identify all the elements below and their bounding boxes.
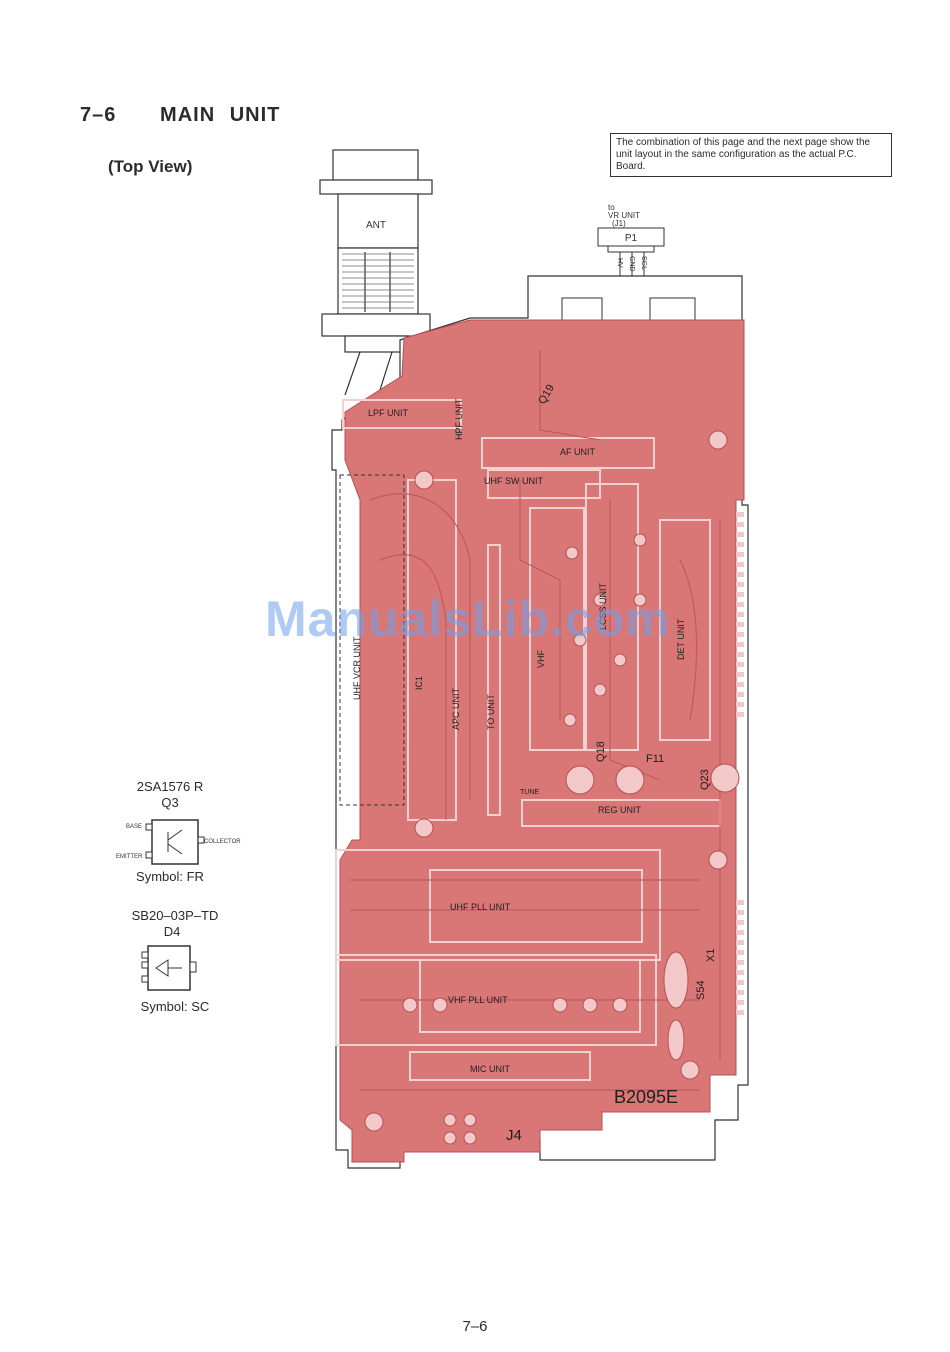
label-q18: Q18 <box>595 741 607 762</box>
q3-part-number: 2SA1576 R <box>136 779 204 794</box>
d4-symbol-code: Symbol: SC <box>140 999 210 1014</box>
label-j4: J4 <box>506 1127 522 1144</box>
label-apc-unit: APC UNIT <box>451 687 461 730</box>
label-x1: X1 <box>705 949 717 962</box>
view-subtitle: (Top View) <box>108 157 193 176</box>
label-s54: S54 <box>695 980 707 1000</box>
label-reg-unit: REG UNIT <box>598 805 642 815</box>
antenna-label: ANT <box>366 220 386 231</box>
label-q23: Q23 <box>699 769 711 790</box>
section-title: 7–6 MAIN UNIT <box>80 104 281 126</box>
label-lpf-unit: LPF UNIT <box>368 408 409 418</box>
q3-symbol: BASE EMITTER COLLECTOR <box>116 819 241 865</box>
label-hpf-unit: HPF UNIT <box>454 398 464 440</box>
d4-part-number: SB20–03P–TD <box>131 908 219 923</box>
q3-symbol-code: Symbol: FR <box>136 869 204 884</box>
label-uhf-pll-unit: UHF PLL UNIT <box>450 902 511 912</box>
label-f11: F11 <box>646 753 664 765</box>
label-to-unit: TO UNIT <box>486 694 496 730</box>
pin-base: BASE <box>126 824 142 830</box>
label-tune: TUNE <box>520 789 539 796</box>
pin-emitter: EMITTER <box>116 854 143 860</box>
antenna-connector <box>319 149 433 396</box>
d4-ref: D4 <box>163 924 181 939</box>
pin-collector: COLLECTOR <box>204 839 241 845</box>
label-vhf: VHF <box>536 649 546 668</box>
copper-area <box>339 319 745 1163</box>
connector-name: P1 <box>625 233 638 244</box>
label-uhf-vcr-unit: UHF VCR UNIT <box>352 636 362 700</box>
label-vhf-pll-unit: VHF PLL UNIT <box>448 995 508 1005</box>
pin-gnd: GND <box>628 256 635 272</box>
d4-symbol <box>141 945 197 991</box>
connector-to-label: to <box>608 203 615 212</box>
pin-sgl: SGL <box>640 256 647 270</box>
label-af-unit: AF UNIT <box>560 447 596 457</box>
layout-note: The combination of this page and the nex… <box>610 133 892 177</box>
label-lcss-unit: LCSS UNIT <box>598 582 608 630</box>
label-mic-unit: MIC UNIT <box>470 1064 510 1074</box>
q3-ref: Q3 <box>161 795 179 810</box>
pin-hv: HV <box>616 258 623 268</box>
label-ic1: IC1 <box>414 676 424 690</box>
watermark: ManualsLib.com <box>265 591 671 647</box>
connector-target-label: VR UNIT <box>608 211 640 220</box>
board-code: B2095E <box>614 1087 678 1107</box>
label-det-unit: DET UNIT <box>676 618 686 660</box>
connector-ref-label: (J1) <box>612 219 626 228</box>
label-uhf-sw-unit: UHF SW UNIT <box>484 476 543 486</box>
page-number: 7–6 <box>462 1318 488 1335</box>
